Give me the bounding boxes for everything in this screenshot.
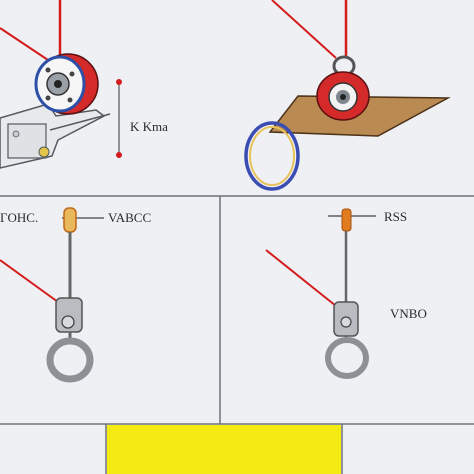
pulley-bolt: [69, 71, 75, 77]
bolt-icon: [38, 146, 50, 158]
top-label: RSS: [384, 209, 407, 224]
left-label: ΓOHC.: [0, 210, 38, 225]
pulley-bolt: [45, 95, 51, 101]
side-label: VNBO: [390, 306, 427, 321]
pulley-axle: [54, 80, 62, 88]
diagonal-red-line: [265, 249, 337, 307]
dimension-label: K Kma: [130, 119, 168, 134]
orange-marker: [63, 207, 77, 233]
yellow-block: [107, 425, 341, 474]
dimension-marker: K Kma: [116, 79, 168, 158]
bottom-left-hook-assembly: ΓOHC. VABCC: [0, 207, 151, 383]
bottom-right-hook-assembly: RSS VNBO: [265, 208, 427, 379]
hook-ring: [325, 337, 369, 379]
bracket-rod: [49, 113, 111, 131]
pulley-axle: [340, 94, 346, 100]
bolt-icon: [12, 130, 20, 138]
diagonal-red-line: [0, 259, 59, 303]
pulley-bolt: [67, 97, 73, 103]
blue-ring: [244, 121, 300, 191]
diagonal-red-line: [271, 0, 337, 59]
right-label: VABCC: [108, 210, 151, 225]
panel-frames: [0, 195, 474, 474]
base-plate: [268, 95, 451, 137]
swivel-bolt: [61, 315, 75, 329]
orange-marker: [341, 208, 352, 232]
hook-ring: [46, 337, 94, 383]
pulley-bolt: [45, 67, 51, 73]
top-left-pulley-assembly: [0, 0, 111, 169]
top-right-pulley-assembly: [244, 0, 451, 191]
yellow-ring: [249, 126, 295, 186]
swivel-bolt: [340, 316, 352, 328]
